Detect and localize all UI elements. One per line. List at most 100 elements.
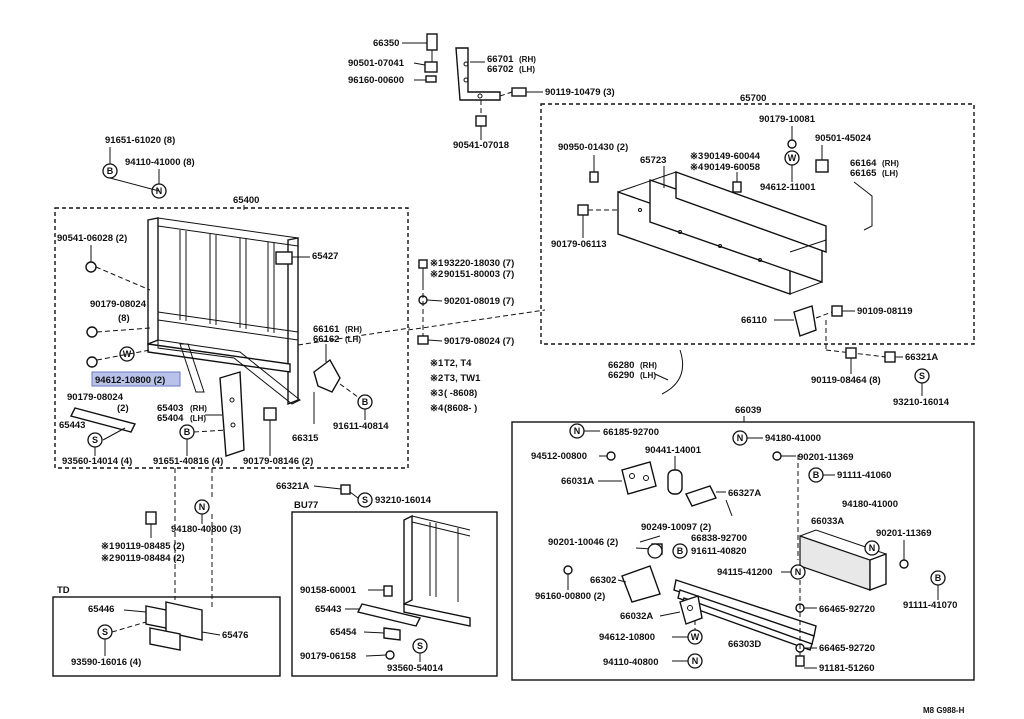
note-3: ( -8608) xyxy=(444,388,477,399)
part-65476 xyxy=(165,601,203,641)
label-93220-18030: 93220-18030 (7) xyxy=(444,258,514,269)
label-91111-41070: 91111-41070 xyxy=(903,600,957,611)
label-93560-54014: 93560-54014 xyxy=(387,663,444,674)
label-65476: 65476 xyxy=(222,630,248,641)
bracket-66701 xyxy=(455,47,501,101)
bolt-symbol-3: B xyxy=(357,394,373,410)
svg-text:S: S xyxy=(417,641,423,651)
label-91651-61020: 91651-61020 (8) xyxy=(105,135,175,146)
washer-symbol-3: W xyxy=(687,629,703,645)
label-90119-08484: 90119-08484 (2) xyxy=(115,553,185,564)
label-66164-rh: (RH) xyxy=(882,159,899,168)
svg-text:B: B xyxy=(935,573,942,583)
label-90179-10081: 90179-10081 xyxy=(759,114,816,125)
label-mark2-b: ※2 xyxy=(101,553,114,564)
label-66303D: 66303D xyxy=(728,639,761,650)
label-66327A: 66327A xyxy=(728,488,761,499)
label-90441-14001: 90441-14001 xyxy=(645,445,702,456)
label-90179-08024-b-qty: (2) xyxy=(117,403,129,414)
label-96160-00600: 96160-00600 xyxy=(348,75,404,86)
label-94110-40800: 94110-40800 xyxy=(603,657,658,668)
nut-symbol-5: N xyxy=(864,540,880,556)
label-65427: 65427 xyxy=(312,251,338,262)
label-66701: 66701 xyxy=(487,54,514,65)
group-65700-box xyxy=(540,103,975,345)
label-65404-lh: (LH) xyxy=(190,414,206,423)
label-65446: 65446 xyxy=(88,604,114,615)
label-66032A: 66032A xyxy=(620,611,653,622)
label-90541-07018: 90541-07018 xyxy=(453,140,509,151)
top-bracket-assembly xyxy=(424,33,527,127)
note-4: (8608- ) xyxy=(444,403,477,414)
label-90151-80003: 90151-80003 (7) xyxy=(444,269,514,280)
svg-text:B: B xyxy=(677,546,684,556)
label-93210-16014-a: 93210-16014 xyxy=(375,495,432,506)
label-65723: 65723 xyxy=(640,155,666,166)
label-94180-40800: 94180-40800 (3) xyxy=(171,524,241,535)
label-90179-08024-a: 90179-08024 xyxy=(90,299,147,310)
label-91611-40814: 91611-40814 xyxy=(333,421,389,432)
label-90179-06113: 90179-06113 xyxy=(551,239,606,250)
note-mark1: ※1 xyxy=(430,358,444,369)
label-66321A-a: 66321A xyxy=(276,481,309,492)
label-90179-06158: 90179-06158 xyxy=(300,651,356,662)
label-66110: 66110 xyxy=(741,315,767,326)
svg-text:B: B xyxy=(813,470,820,480)
part-65403 xyxy=(219,371,245,457)
label-90950-01430: 90950-01430 (2) xyxy=(558,142,628,153)
svg-text:N: N xyxy=(737,433,744,443)
label-66350: 66350 xyxy=(373,38,399,49)
label-66165: 66165 xyxy=(850,168,877,179)
group-bu77-title: BU77 xyxy=(294,500,318,511)
spring-symbol-2: S xyxy=(357,492,373,508)
svg-text:N: N xyxy=(869,543,876,553)
label-90179-08146: 90179-08146 (2) xyxy=(243,456,313,467)
group-td-title: TD xyxy=(57,585,70,596)
label-91181-51260: 91181-51260 xyxy=(819,663,874,674)
group-66039-title: 66039 xyxy=(735,405,761,416)
label-66162-lh: (LH) xyxy=(345,335,361,344)
label-66033A: 66033A xyxy=(811,516,844,527)
bolt-symbol-2: B xyxy=(179,424,195,440)
washer-symbol-1: W xyxy=(119,346,135,362)
nut-symbol-7: N xyxy=(687,653,703,669)
label-90109-08119: 90109-08119 xyxy=(857,306,912,317)
label-66162: 66162 xyxy=(313,334,339,345)
label-90201-10046: 90201-10046 (2) xyxy=(548,537,618,548)
nut-symbol-6: N xyxy=(790,564,806,580)
label-90179-08024-b: 90179-08024 xyxy=(67,392,124,403)
svg-text:S: S xyxy=(362,495,368,505)
bolt-symbol-6: B xyxy=(672,543,688,559)
svg-text:N: N xyxy=(692,656,699,666)
group-66039-box xyxy=(511,421,975,681)
label-90119-08464: 90119-08464 (8) xyxy=(811,375,881,386)
svg-text:B: B xyxy=(184,427,191,437)
label-94612-11001: 94612-11001 xyxy=(760,182,816,193)
washer-symbol-2: W xyxy=(784,150,800,166)
svg-text:W: W xyxy=(123,349,132,359)
footer-code: M8 G988-H xyxy=(923,706,965,715)
svg-text:W: W xyxy=(691,632,700,642)
part-66031A xyxy=(621,461,657,495)
nut-symbol-3: N xyxy=(569,423,585,439)
label-91111-41060: 91111-41060 xyxy=(837,470,891,481)
label-90179-08024-c: 90179-08024 (7) xyxy=(444,336,514,347)
part-66302 xyxy=(621,565,661,603)
label-mark3: ※3 xyxy=(690,151,703,162)
bolt-symbol-1: B xyxy=(102,163,118,179)
part-65443 xyxy=(69,407,137,433)
note-mark3: ※3 xyxy=(430,388,443,399)
label-94110-41000: 94110-41000 (8) xyxy=(125,157,195,168)
label-90201-08019: 90201-08019 (7) xyxy=(444,296,514,307)
bolt-symbol-4: B xyxy=(808,467,824,483)
label-66164: 66164 xyxy=(850,158,877,169)
label-66701-rh: (RH) xyxy=(519,55,536,64)
note-1: T2, T4 xyxy=(444,358,472,369)
label-93590-16016: 93590-16016 (4) xyxy=(71,657,141,668)
label-90179-08024-a-qty: (8) xyxy=(118,313,130,324)
note-2: T3, TW1 xyxy=(444,373,481,384)
label-66165-lh: (LH) xyxy=(882,169,898,178)
spring-symbol-5: S xyxy=(914,368,930,384)
label-90201-11369-a: 90201-11369 xyxy=(798,452,853,463)
